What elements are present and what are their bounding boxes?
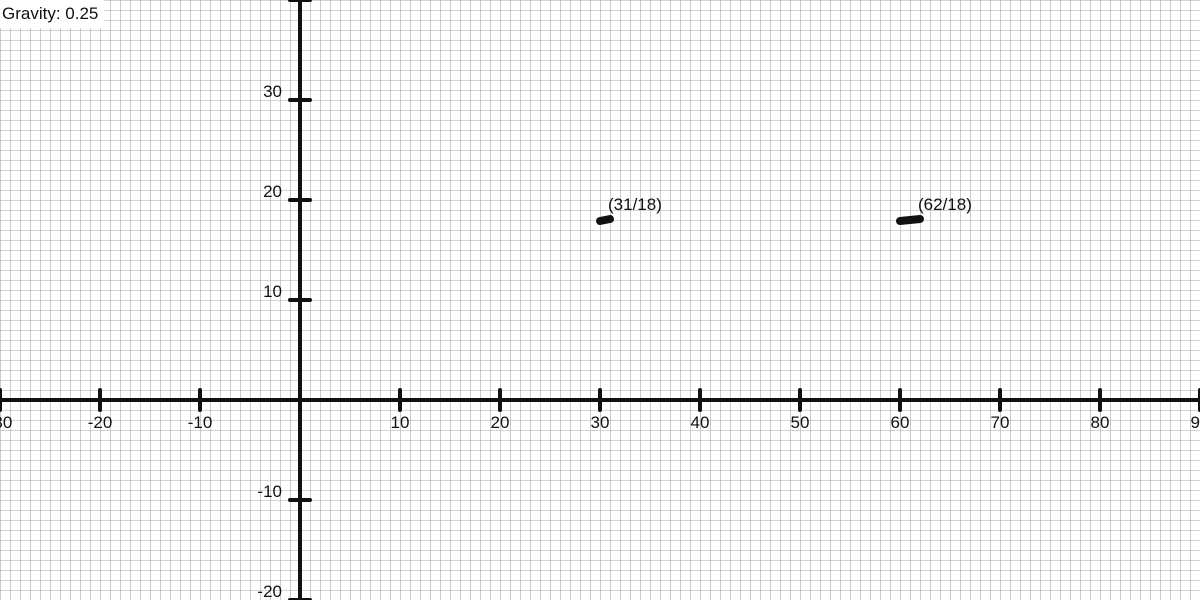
x-tick-label: 20 — [491, 413, 510, 432]
x-tick-label: 80 — [1091, 413, 1110, 432]
x-tick-label: 40 — [691, 413, 710, 432]
gravity-label: Gravity: — [2, 4, 61, 23]
x-tick-label: -20 — [88, 413, 113, 432]
gravity-readout: Gravity: 0.25 — [0, 0, 105, 28]
x-tick-label: 30 — [591, 413, 610, 432]
y-tick-label: -10 — [257, 482, 282, 501]
gravity-value: 0.25 — [65, 4, 99, 23]
x-tick-label: 60 — [891, 413, 910, 432]
y-tick-label: 10 — [263, 282, 282, 301]
x-tick-label: 50 — [791, 413, 810, 432]
x-tick-label: 90 — [1191, 413, 1200, 432]
object-segment — [596, 215, 614, 225]
y-tick-label: 40 — [263, 0, 282, 1]
marker-62-18: (62/18) — [896, 195, 972, 225]
objects: (31/18) (62/18) — [596, 195, 972, 225]
marker-31-18: (31/18) — [596, 195, 662, 225]
x-tick-label: 10 — [391, 413, 410, 432]
object-coordinate-label: (31/18) — [608, 195, 662, 214]
y-tick-label: -20 — [257, 582, 282, 600]
x-tick-label: 70 — [991, 413, 1010, 432]
y-tick-label: 30 — [263, 82, 282, 101]
object-coordinate-label: (62/18) — [918, 195, 972, 214]
x-tick-label: -10 — [188, 413, 213, 432]
y-tick-label: 20 — [263, 182, 282, 201]
object-segment — [896, 215, 924, 225]
x-tick-label: -30 — [0, 413, 12, 432]
